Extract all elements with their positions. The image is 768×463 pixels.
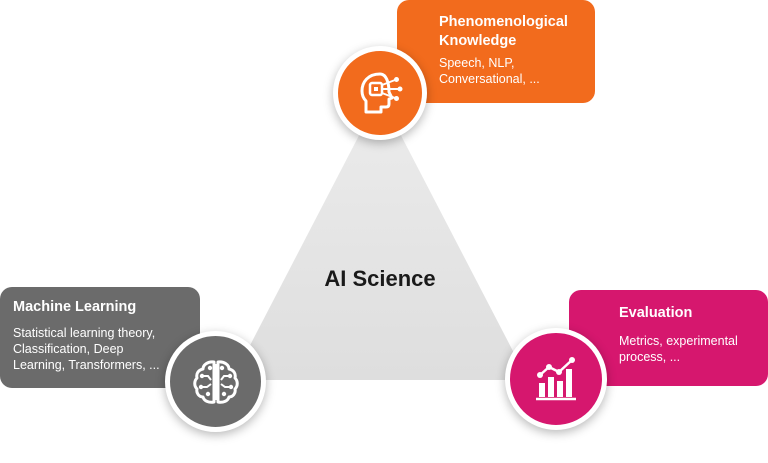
card-desc-line: Conversational, ... [439, 72, 540, 86]
card-title-line: Knowledge [439, 33, 517, 49]
phenomenological-knowledge-node [333, 46, 427, 140]
card-title-line: Evaluation [619, 305, 693, 321]
machine-learning-node [165, 331, 266, 432]
brain-circuit-icon [192, 359, 239, 404]
card-desc-line: Classification, Deep [13, 342, 124, 356]
card-desc-line: Speech, NLP, [439, 56, 515, 70]
phenomenological-knowledge-card: Phenomenological Knowledge Speech, NLP, … [397, 0, 595, 103]
card-desc-line: Statistical learning theory, [13, 326, 156, 340]
evaluation-node [505, 328, 607, 430]
card-desc-line: process, ... [619, 350, 681, 364]
card-desc-line: Metrics, experimental [619, 334, 738, 348]
card-title-line: Phenomenological [439, 14, 568, 30]
bar-chart-trend-icon [536, 357, 576, 401]
center-title: AI Science [324, 266, 436, 291]
card-desc-line: Learning, Transformers, ... [13, 358, 160, 372]
card-title-line: Machine Learning [13, 299, 137, 315]
head-circuit-icon [360, 72, 403, 114]
